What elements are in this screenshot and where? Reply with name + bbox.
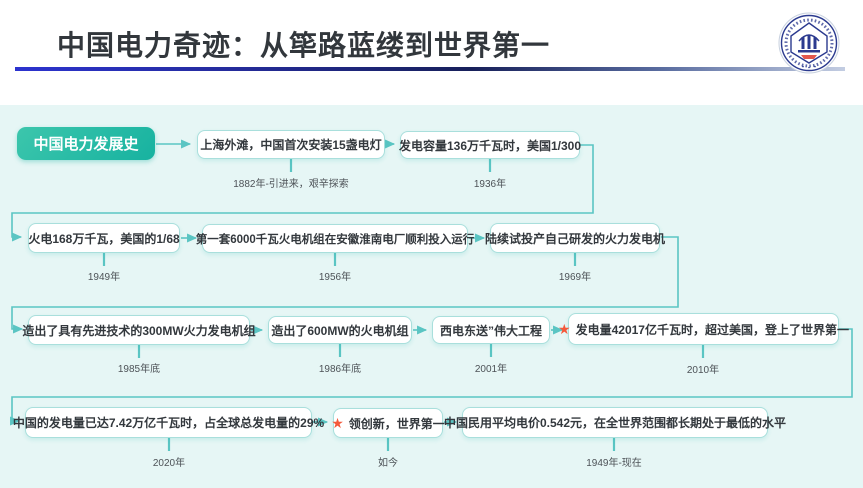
flow-node: 造出了600MW的火电机组 bbox=[268, 316, 412, 344]
date-label: 2001年 bbox=[474, 364, 508, 375]
date-label: 如今 bbox=[378, 458, 398, 469]
flow-node: 上海外滩，中国首次安装15盏电灯 bbox=[197, 130, 385, 159]
flow-node: 西电东送”伟大工程 bbox=[432, 316, 550, 344]
flow-node: 陆续试投产自己研发的火力发电机 bbox=[485, 223, 665, 253]
flow-node: 发电容量136万千瓦时，美国1/300 bbox=[398, 131, 582, 159]
date-label: 1882年-引进来，艰辛探索 bbox=[233, 179, 349, 190]
university-seal-icon bbox=[778, 12, 840, 74]
node-text: 造出了具有先进技术的300MW火力发电机组 bbox=[22, 323, 256, 338]
node-text: 上海外滩，中国首次安装15盏电灯 bbox=[200, 138, 382, 152]
flow-node: 中国民用平均电价0.542元，在全世界范围都长期处于最低的水平 bbox=[444, 407, 786, 438]
node-text: 造出了600MW的火电机组 bbox=[271, 323, 409, 338]
node-text: 第一套6000千瓦火电机组在安徽淮南电厂顺利投入运行 bbox=[195, 233, 475, 246]
date-label: 1936年 bbox=[473, 179, 507, 190]
node-text: 领创新，世界第一 bbox=[348, 416, 445, 431]
date-label: 2020年 bbox=[152, 458, 186, 469]
date-label: 1956年 bbox=[318, 272, 352, 283]
flow-node: 第一套6000千瓦火电机组在安徽淮南电厂顺利投入运行 bbox=[196, 224, 474, 253]
date-label: 1969年 bbox=[558, 272, 592, 283]
title-underline bbox=[15, 67, 845, 71]
flow-root-node: 中国电力发展史 bbox=[17, 127, 155, 160]
node-text: 陆续试投产自己研发的火力发电机 bbox=[485, 231, 666, 246]
date-label: 1949年-现在 bbox=[586, 458, 642, 469]
star-icon: ★ bbox=[331, 415, 344, 431]
star-icon: ★ bbox=[558, 321, 571, 337]
page-title: 中国电力奇迹：从筚路蓝缕到世界第一 bbox=[57, 30, 551, 61]
node-text: 发电量42017亿千瓦时，超过美国，登上了世界第一 bbox=[575, 322, 849, 337]
node-text: 中国民用平均电价0.542元，在全世界范围都长期处于最低的水平 bbox=[443, 416, 787, 430]
node-text: 西电东送”伟大工程 bbox=[439, 323, 542, 338]
node-text: 发电容量136万千瓦时，美国1/300 bbox=[398, 138, 582, 153]
flow-node: ★ 发电量42017亿千瓦时，超过美国，登上了世界第一 bbox=[558, 313, 849, 345]
node-text: 中国的发电量已达7.42万亿千瓦时，占全球总发电量的29% bbox=[12, 416, 325, 430]
flow-node: 中国的发电量已达7.42万亿千瓦时，占全球总发电量的29% bbox=[13, 407, 324, 438]
node-text: 火电168万千瓦，美国的1/68 bbox=[28, 231, 180, 246]
flow-node: ★ 领创新，世界第一 bbox=[331, 408, 445, 438]
date-label: 1986年底 bbox=[318, 364, 362, 375]
date-label: 1949年 bbox=[87, 272, 121, 283]
flow-node: 火电168万千瓦，美国的1/68 bbox=[28, 223, 180, 253]
date-label: 2010年 bbox=[686, 365, 720, 376]
date-label: 1985年底 bbox=[117, 364, 161, 375]
flow-node: 造出了具有先进技术的300MW火力发电机组 bbox=[22, 315, 256, 345]
